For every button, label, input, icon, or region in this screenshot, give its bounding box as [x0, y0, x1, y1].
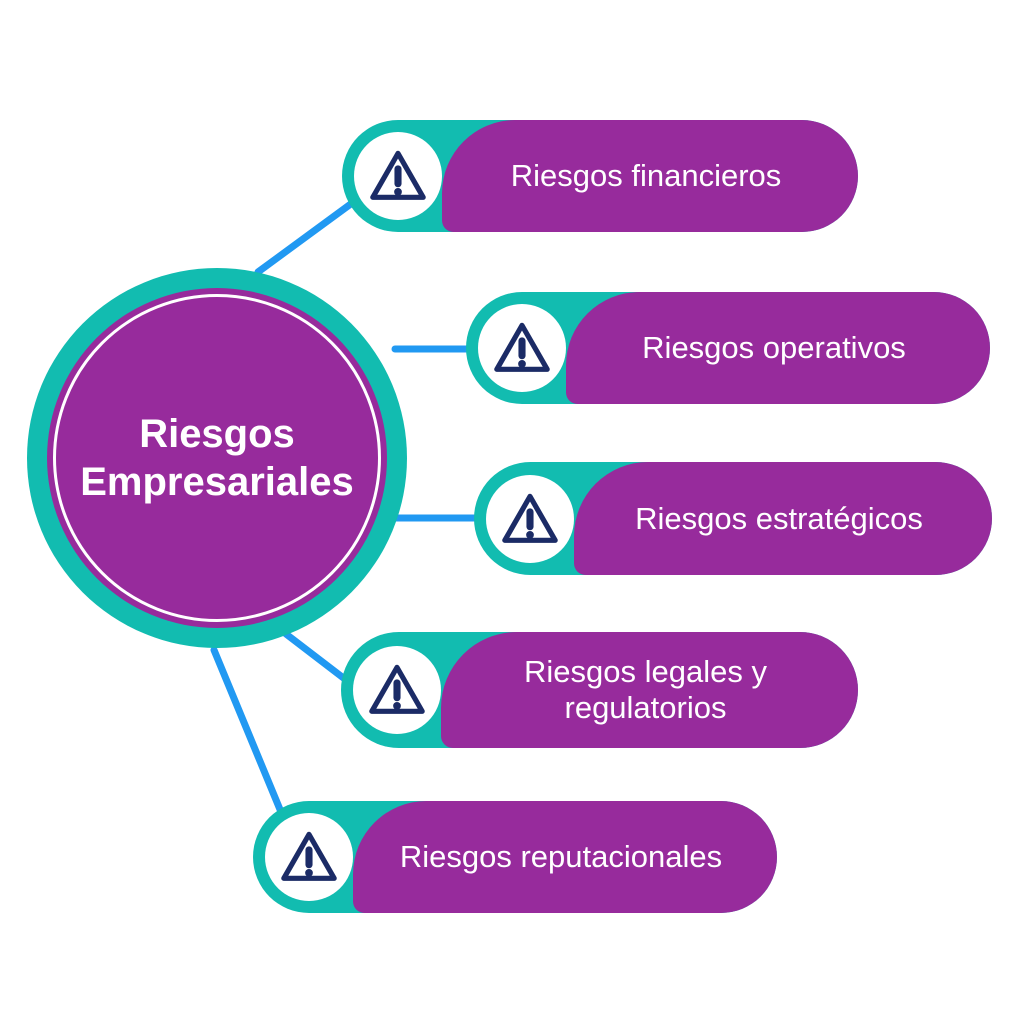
branch-label: Riesgos legales y regulatorios [524, 654, 767, 725]
central-node-title: Riesgos Empresariales [80, 412, 354, 504]
warning-icon-circle [354, 132, 442, 220]
branch-label: Riesgos financieros [510, 158, 782, 194]
branch-label-bg: Riesgos operativos [566, 292, 990, 404]
warning-icon-circle [265, 813, 353, 901]
connector-line-reputacionales [210, 646, 290, 828]
branch-pill-estrategicos: Riesgos estratégicos [474, 462, 992, 575]
branch-label-bg: Riesgos estratégicos [574, 462, 992, 575]
warning-triangle-icon [502, 493, 558, 543]
central-node-body: Riesgos Empresariales [47, 288, 387, 628]
central-node: Riesgos Empresariales [27, 268, 407, 648]
branch-label: Riesgos reputacionales [399, 839, 723, 875]
warning-triangle-icon [281, 831, 337, 881]
branch-label: Riesgos operativos [642, 330, 906, 366]
warning-triangle-icon [494, 322, 550, 372]
branch-pill-legales: Riesgos legales y regulatorios [341, 632, 858, 748]
warning-icon-circle [353, 646, 441, 734]
branch-pill-operativos: Riesgos operativos [466, 292, 990, 404]
branch-pill-reputacionales: Riesgos reputacionales [253, 801, 777, 913]
branch-label-bg: Riesgos legales y regulatorios [441, 632, 858, 748]
branch-pill-financieros: Riesgos financieros [342, 120, 858, 232]
warning-icon-circle [478, 304, 566, 392]
branch-label-bg: Riesgos reputacionales [353, 801, 777, 913]
warning-icon-circle [486, 474, 574, 563]
warning-triangle-icon [370, 150, 426, 200]
branch-label-bg: Riesgos financieros [442, 120, 858, 232]
branch-label: Riesgos estratégicos [635, 500, 923, 536]
warning-triangle-icon [369, 664, 425, 714]
